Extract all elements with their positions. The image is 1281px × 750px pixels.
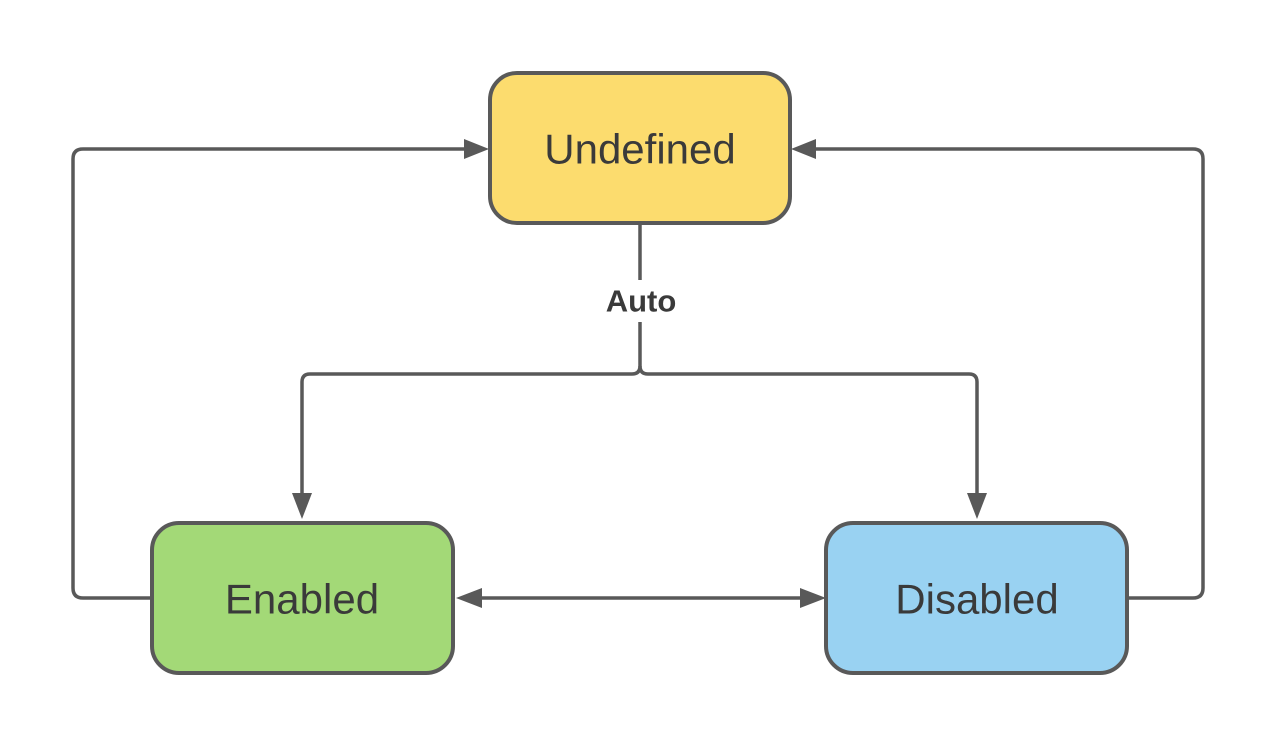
arrowhead-into-disabled-top	[967, 493, 987, 519]
arrowheads	[292, 139, 987, 608]
arrowhead-into-undefined-left	[464, 139, 489, 159]
edge-label-auto: Auto	[597, 280, 685, 322]
node-enabled-shape	[150, 521, 455, 675]
node-undefined-shape	[488, 71, 792, 225]
arrowhead-into-enabled-top	[292, 493, 312, 519]
arrowhead-into-undefined-right	[791, 139, 816, 159]
edge-label-background	[597, 280, 685, 322]
arrowhead-into-enabled-right	[456, 588, 482, 608]
node-enabled-label: Enabled	[225, 576, 379, 623]
node-disabled: Disabled	[824, 521, 1129, 675]
node-enabled: Enabled	[150, 521, 455, 675]
arrowhead-into-disabled-left	[800, 588, 826, 608]
node-undefined: Undefined	[488, 71, 792, 225]
node-disabled-shape	[824, 521, 1129, 675]
node-undefined-label: Undefined	[544, 126, 735, 173]
edge-enabled-to-undefined	[71, 147, 465, 600]
edge-undefined-to-enabled	[300, 223, 642, 494]
edge-label-text: Auto	[606, 284, 677, 319]
edge-disabled-to-undefined	[816, 147, 1205, 600]
edge-lines	[71, 147, 1205, 600]
node-disabled-label: Disabled	[895, 576, 1058, 623]
edge-undefined-to-disabled	[638, 365, 979, 494]
